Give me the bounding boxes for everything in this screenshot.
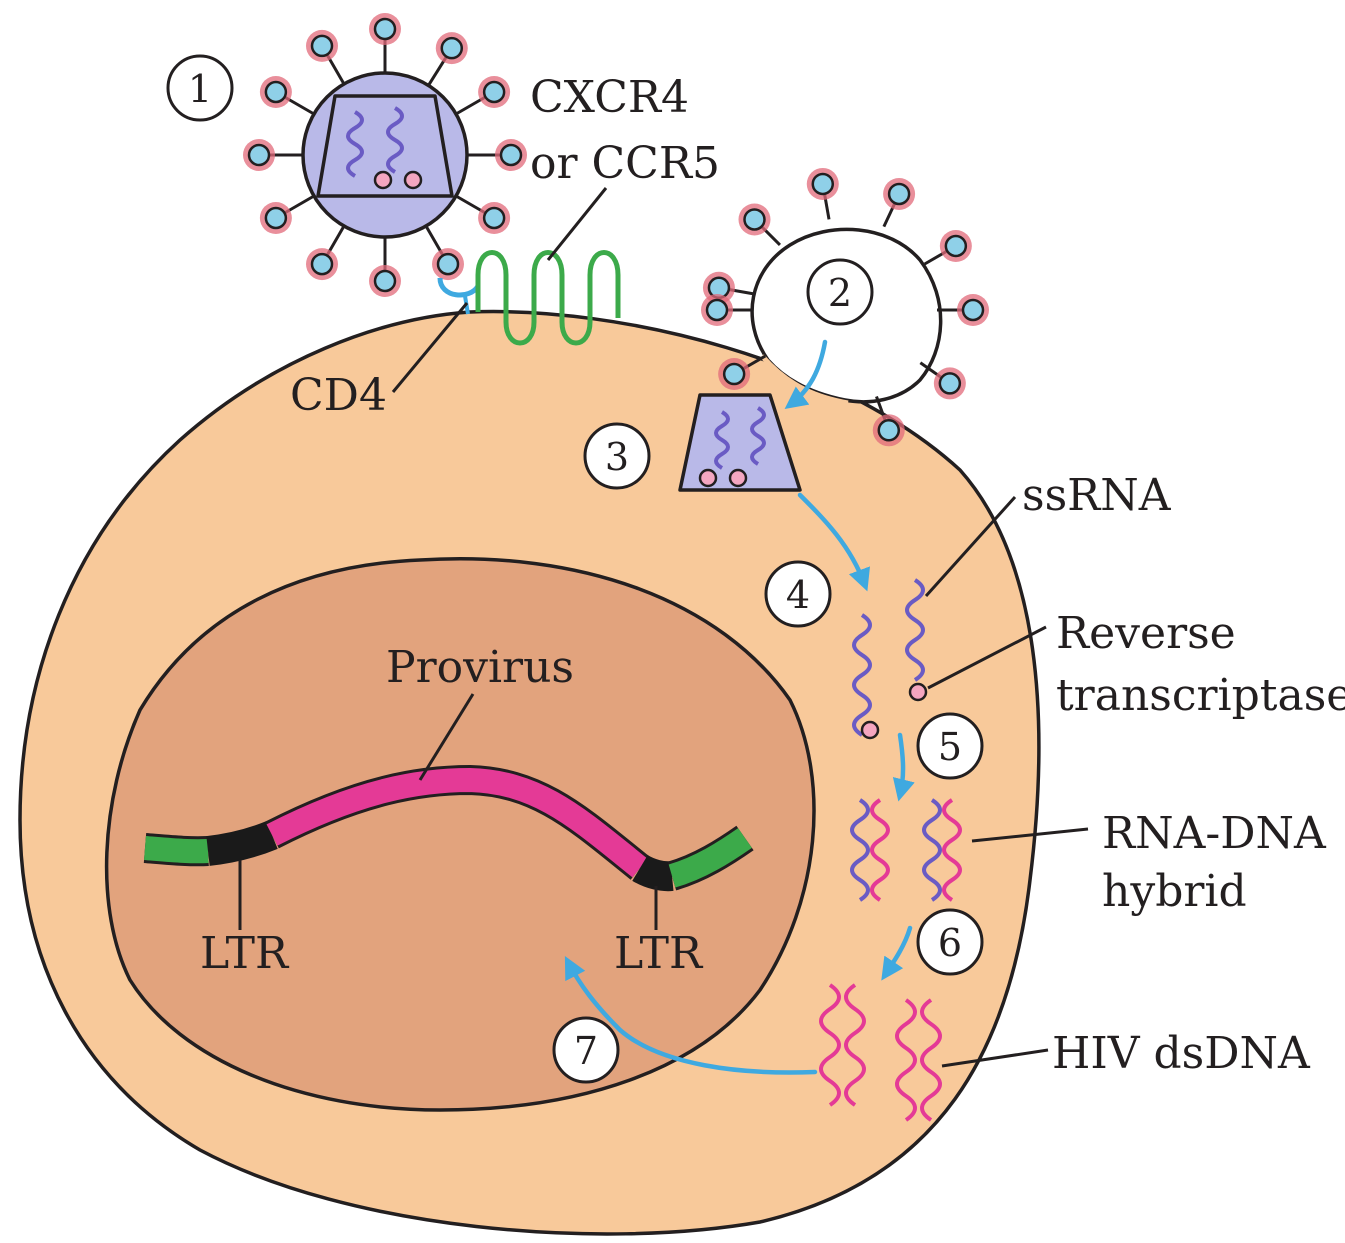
step-badge-3: 3 — [583, 422, 651, 490]
label-ltr-right: LTR — [614, 928, 704, 979]
arrow-step3-to-4 — [797, 492, 870, 592]
envelope-spike-tip — [482, 80, 506, 104]
arrow-step4-to-5 — [892, 732, 915, 802]
label-provirus: Provirus — [386, 642, 574, 693]
step-badge-7: 7 — [552, 1016, 620, 1084]
label-hiv-dsdna: HIV dsDNA — [1052, 1028, 1311, 1079]
envelope-spike-tip — [961, 298, 985, 322]
label-coreceptor-line1: CXCR4 — [530, 72, 689, 123]
label-reverse-transcriptase-line2: transcriptase — [1056, 670, 1345, 721]
label-ltr-left: LTR — [200, 928, 290, 979]
arrow-step6-to-7 — [564, 956, 818, 1075]
envelope-spike-tip — [938, 372, 962, 395]
envelope-spike-tip — [247, 143, 271, 167]
rna-strand — [346, 110, 364, 178]
svg-text:5: 5 — [938, 725, 962, 769]
envelope-spike-tip — [811, 172, 835, 196]
rna-strand — [386, 106, 404, 174]
label-ssrna: ssRNA — [1022, 470, 1172, 521]
envelope-spike-tip — [436, 252, 460, 276]
envelope-spike-tip — [310, 34, 334, 58]
step-badge-5: 5 — [916, 712, 984, 780]
leader-cd4 — [391, 302, 469, 393]
rna-dna-hybrids — [850, 798, 962, 902]
envelope-spike-tip — [373, 17, 397, 41]
step-badge-6: 6 — [916, 908, 984, 976]
cd4-receptor — [437, 277, 481, 298]
envelope-spike-tip — [499, 143, 523, 167]
envelope-spike-tip — [264, 80, 288, 104]
envelope-spike-tip — [482, 206, 506, 230]
label-cd4: CD4 — [290, 370, 387, 421]
svg-text:6: 6 — [938, 921, 962, 965]
envelope-spike-tip — [877, 419, 901, 442]
envelope-spike-tip — [887, 182, 911, 206]
envelope-spike-tip — [722, 362, 746, 386]
envelope-spike-tip — [310, 252, 334, 276]
ssrna-strands — [852, 578, 928, 740]
hiv-dsdna — [819, 983, 942, 1122]
leader-coreceptor — [546, 187, 608, 261]
nucleus — [104, 557, 816, 1112]
reverse-transcriptase-enzyme — [403, 170, 423, 190]
step-badge-4: 4 — [764, 560, 832, 628]
arrow-step5-to-6 — [881, 925, 913, 981]
reverse-transcriptase-enzyme — [373, 170, 393, 190]
leader-reverse-transcriptase — [927, 625, 1047, 690]
leader-ssrna — [924, 495, 1017, 598]
envelope-spike-tip — [705, 298, 729, 322]
label-reverse-transcriptase-line1: Reverse — [1056, 608, 1236, 659]
integrated-provirus — [143, 764, 754, 892]
step-badge-2: 2 — [806, 258, 874, 326]
envelope-spike-tip — [944, 234, 968, 258]
svg-text:3: 3 — [605, 435, 629, 479]
label-hybrid-line1: RNA-DNA — [1102, 808, 1327, 859]
svg-text:1: 1 — [188, 67, 212, 111]
coreceptor — [475, 250, 621, 346]
leader-hybrid — [971, 827, 1089, 843]
label-hybrid-line2: hybrid — [1102, 866, 1247, 917]
step-badge-1: 1 — [166, 54, 234, 122]
free-virion — [243, 13, 527, 297]
label-coreceptor-line2: or CCR5 — [530, 138, 720, 189]
leader-provirus — [418, 693, 475, 781]
viral-core — [678, 393, 802, 492]
envelope-spike-tip — [743, 208, 766, 231]
arrow-step2-to-3 — [784, 339, 828, 410]
envelope-spike-tip — [440, 36, 464, 60]
svg-text:2: 2 — [828, 271, 852, 315]
envelope-spike-tip — [264, 206, 288, 230]
envelope-spike-tip — [373, 269, 397, 293]
leader-dsdna — [941, 1048, 1049, 1068]
svg-text:4: 4 — [786, 573, 810, 617]
svg-text:7: 7 — [574, 1029, 598, 1073]
